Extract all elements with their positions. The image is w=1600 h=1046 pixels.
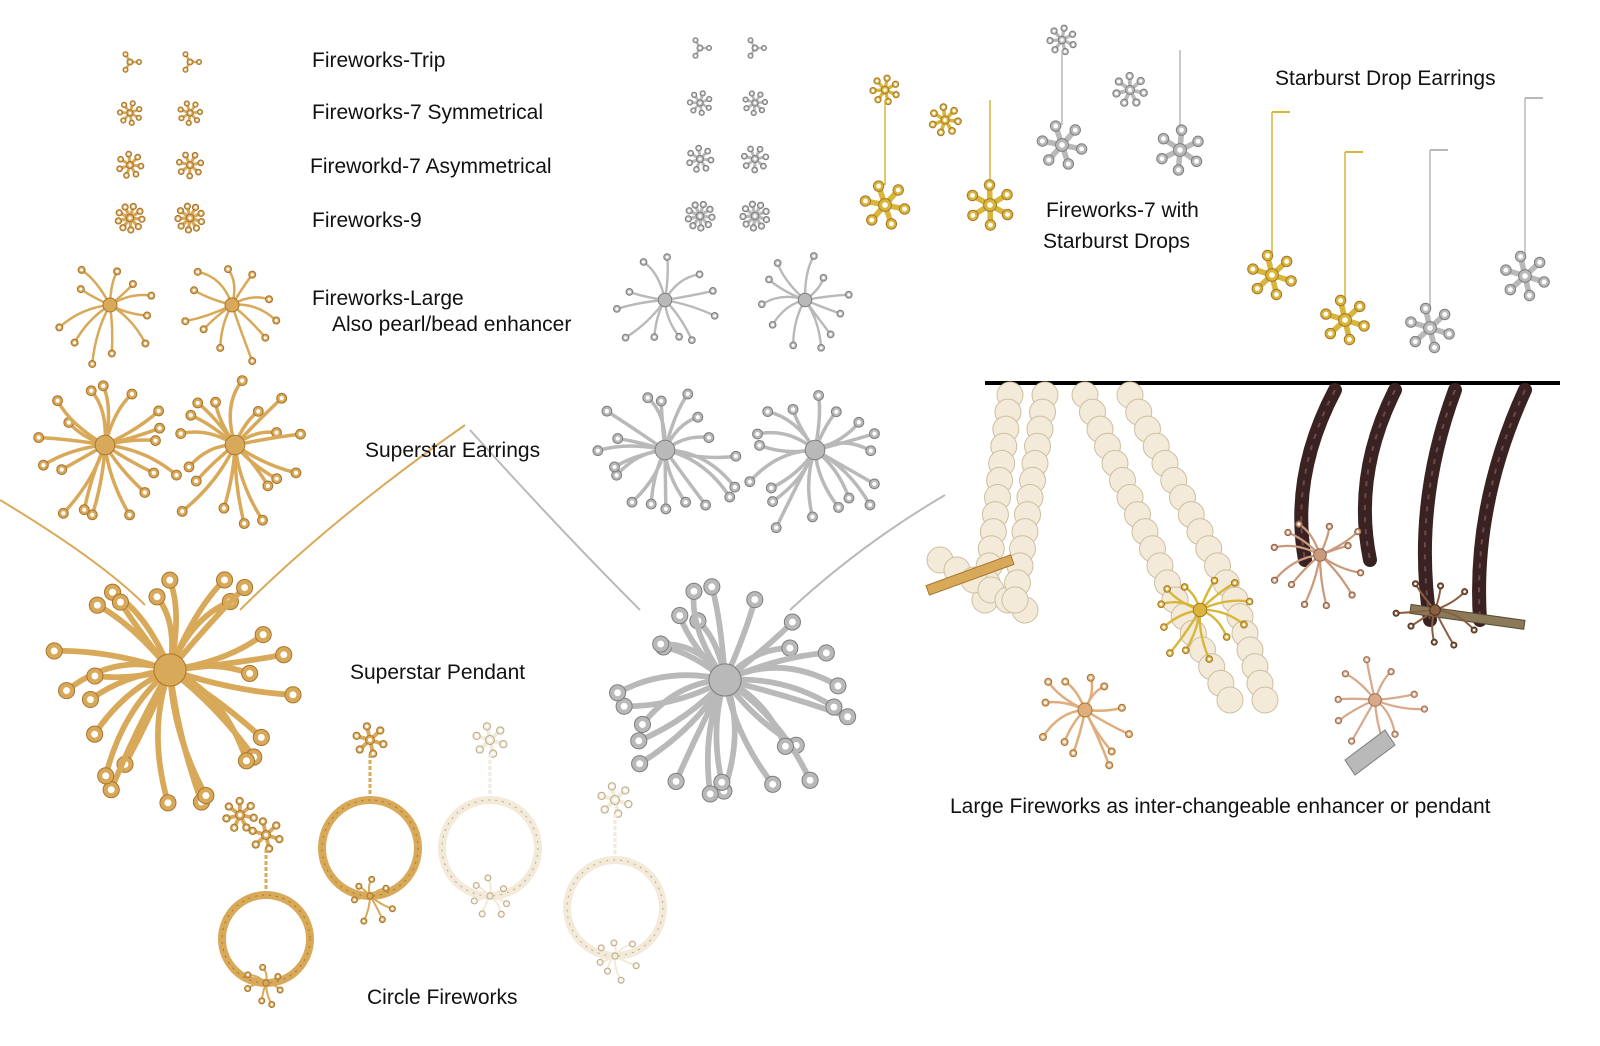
circle-fireworks-white-1 <box>438 722 542 918</box>
label-superstar-pendant: Superstar Pendant <box>350 661 526 684</box>
cord-3 <box>1417 383 1462 627</box>
enhancer-rose-on-cord <box>1270 520 1365 610</box>
fireworks-stud-silver-row-1 <box>692 37 767 59</box>
fireworks-stud-silver-row-2 <box>686 90 769 117</box>
label-starburst-drops: Starburst Drops <box>1043 230 1191 253</box>
fireworks-7-drop-gold-1 <box>859 74 911 230</box>
circle-fireworks-stud <box>222 796 258 832</box>
label-fireworks-trip: Fireworks-Trip <box>312 49 446 72</box>
label-superstar-earrings: Superstar Earrings <box>365 439 541 462</box>
label-fireworks-large: Fireworks-Large <box>312 287 464 310</box>
fireworks-stud-gold-row-1 <box>122 51 202 73</box>
cord-1 <box>1294 383 1342 567</box>
fireworks-7-drop-gold-2 <box>928 100 1014 231</box>
starburst-drop-gold-1 <box>1247 111 1297 301</box>
label-circle-fireworks: Circle Fireworks <box>367 986 518 1009</box>
superstar-pendant-gold <box>0 424 466 812</box>
label-fireworks-7-with: Fireworks-7 with <box>1046 199 1199 222</box>
enhancer-bail-loose <box>1334 656 1429 776</box>
enhancer-pearl-clasp <box>925 554 1015 596</box>
pearl-strand-4 <box>1116 381 1279 714</box>
circle-fireworks-white-2 <box>563 782 667 984</box>
fireworks-7-drop-silver-2 <box>1112 50 1204 176</box>
label-fireworks-9: Fireworks-9 <box>312 209 422 232</box>
circle-fireworks-gold-1 <box>218 817 314 1009</box>
enhancer-cord-clasp <box>1392 580 1526 649</box>
superstar-earrings-silver <box>592 388 880 534</box>
fireworks-large-gold <box>55 265 281 368</box>
fireworks-stud-silver-row-4 <box>684 200 771 232</box>
superstar-earrings-gold <box>33 375 306 529</box>
fireworks-stud-gold-row-2 <box>116 100 204 127</box>
label-pearl-bead-enhancer: Also pearl/bead enhancer <box>332 313 572 336</box>
starburst-drop-silver-2 <box>1500 97 1550 302</box>
circle-fireworks-gold-2 <box>318 722 422 925</box>
cord-4 <box>1472 383 1532 627</box>
cord-2 <box>1357 383 1402 567</box>
fireworks-stud-silver-row-3 <box>686 144 770 174</box>
fireworks-7-drop-silver-1 <box>1036 24 1088 170</box>
superstar-pendant-silver <box>469 429 946 803</box>
fireworks-stud-gold-row-4 <box>114 202 206 234</box>
label-large-fireworks-enhancer: Large Fireworks as inter-changeable enha… <box>950 795 1491 818</box>
label-starburst-drop-earrings: Starburst Drop Earrings <box>1275 67 1496 90</box>
enhancer-gold-on-pearl <box>1157 576 1254 663</box>
fireworks-large-silver <box>613 252 853 352</box>
starburst-drop-silver-1 <box>1405 149 1455 354</box>
pearl-strand-2 <box>1001 381 1059 614</box>
label-fireworks-7-symmetrical: Fireworks-7 Symmetrical <box>312 101 544 124</box>
starburst-drop-gold-2 <box>1320 151 1370 346</box>
label-fireworks-7-asymmetrical: Fireworkd-7 Asymmetrical <box>310 155 552 178</box>
large-fireworks-loose <box>1038 673 1134 770</box>
fireworks-stud-gold-row-3 <box>116 150 205 180</box>
pearl-strand-3 <box>1071 381 1244 714</box>
